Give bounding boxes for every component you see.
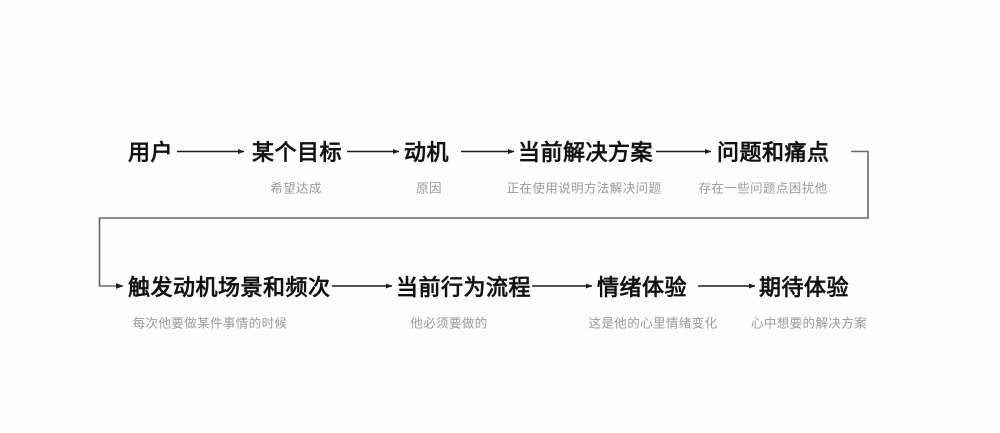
node-emotion-label: 情绪体验 [597,275,688,300]
node-current-solution-label: 当前解决方案 [518,140,654,165]
node-goal-label: 某个目标 [252,140,343,165]
node-goal-sublabel: 希望达成 [270,181,322,196]
node-emotion-sublabel: 这是他的心里情绪变化 [588,316,718,331]
node-motivation-sublabel: 原因 [416,181,442,196]
node-problems-label: 问题和痛点 [717,140,830,165]
node-user-label: 用户 [128,140,174,165]
node-current-behavior-label: 当前行为流程 [396,275,532,300]
node-motivation-label: 动机 [404,140,450,165]
node-expectation-sublabel: 心中想要的解决方案 [750,316,868,331]
node-current-behavior-sublabel: 他必须要做的 [410,316,488,331]
node-problems-sublabel: 存在一些问题点困扰他 [698,181,828,196]
node-current-solution-sublabel: 正在使用说明方法解决问题 [506,181,662,196]
wrap-connector-path [98,150,869,289]
node-trigger-sublabel: 每次他要做某件事情的时候 [132,316,288,331]
node-trigger-label: 触发动机场景和频次 [128,275,331,300]
node-expectation-label: 期待体验 [759,275,850,300]
